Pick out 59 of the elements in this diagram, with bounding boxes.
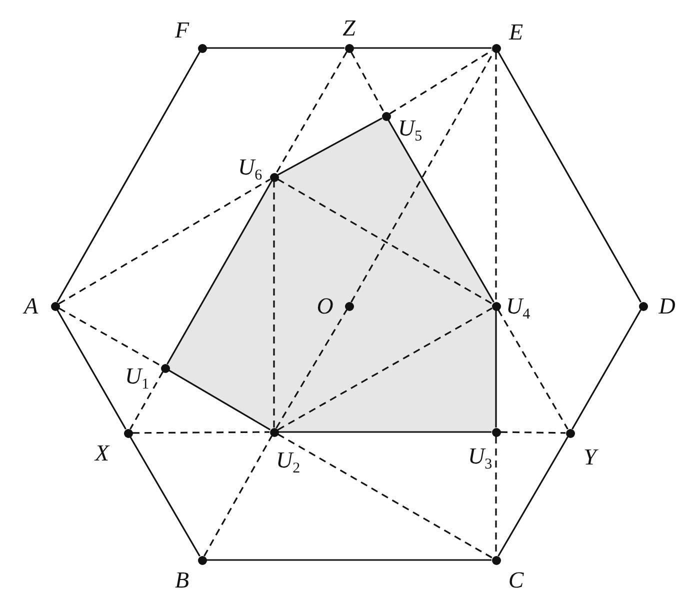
point-label: C (508, 568, 524, 592)
point-label: F (174, 18, 190, 42)
dashed-line (500, 431, 566, 434)
point-dot (50, 302, 60, 310)
point-dot (198, 44, 206, 52)
line-segment (206, 47, 344, 49)
dashed-line (204, 436, 272, 556)
point-dot (492, 44, 500, 52)
point-label: Y (584, 446, 596, 468)
line-segment (206, 559, 492, 561)
dashed-line (276, 51, 348, 174)
line-segment (388, 120, 494, 302)
point-label: U$_{1}$ (124, 364, 150, 388)
dashed-line (273, 182, 275, 428)
point-label: U$_{6}$ (238, 156, 262, 178)
dashed-line (276, 309, 348, 429)
point-label: Z (342, 16, 356, 40)
point-label: U$_{3}$ (468, 444, 492, 468)
dashed-line (495, 52, 497, 302)
dashed-line (130, 372, 164, 430)
dashed-line (350, 52, 385, 112)
line-segment (278, 431, 492, 433)
dashed-line (58, 308, 162, 366)
point-label: U$_{5}$ (398, 116, 422, 140)
line-segment (498, 436, 568, 557)
point-dot (124, 428, 132, 438)
line-segment (168, 370, 271, 430)
point-label: U$_{2}$ (276, 448, 300, 472)
point-label: U$_{4}$ (506, 294, 530, 318)
dashed-line (58, 178, 271, 304)
point-label: B (174, 568, 190, 592)
point-dot (198, 556, 206, 564)
line-segment (495, 310, 497, 428)
line-segment (572, 310, 642, 430)
point-dot (566, 428, 574, 438)
line-segment (56, 52, 200, 302)
line-segment (130, 436, 200, 557)
point-label: A (24, 294, 38, 318)
point-label: D (658, 294, 676, 318)
point-label: E (508, 20, 524, 44)
point-dot (270, 172, 278, 182)
point-label: X (94, 442, 110, 464)
dashed-line (277, 178, 493, 304)
line-segment (56, 310, 126, 430)
point-dot (492, 556, 500, 564)
line-segment (354, 47, 492, 49)
dashed-line (278, 434, 492, 558)
point-dot (160, 364, 170, 372)
dashed-line (498, 309, 568, 430)
point-label: O (316, 294, 334, 318)
dashed-line (132, 431, 270, 434)
point-dot (382, 112, 390, 120)
line-segment (166, 180, 272, 364)
line-segment (498, 52, 642, 302)
point-dot (344, 44, 354, 52)
dashed-line (389, 50, 493, 114)
point-dot (638, 302, 648, 310)
line-segment (278, 117, 382, 176)
dashed-line (278, 308, 492, 430)
